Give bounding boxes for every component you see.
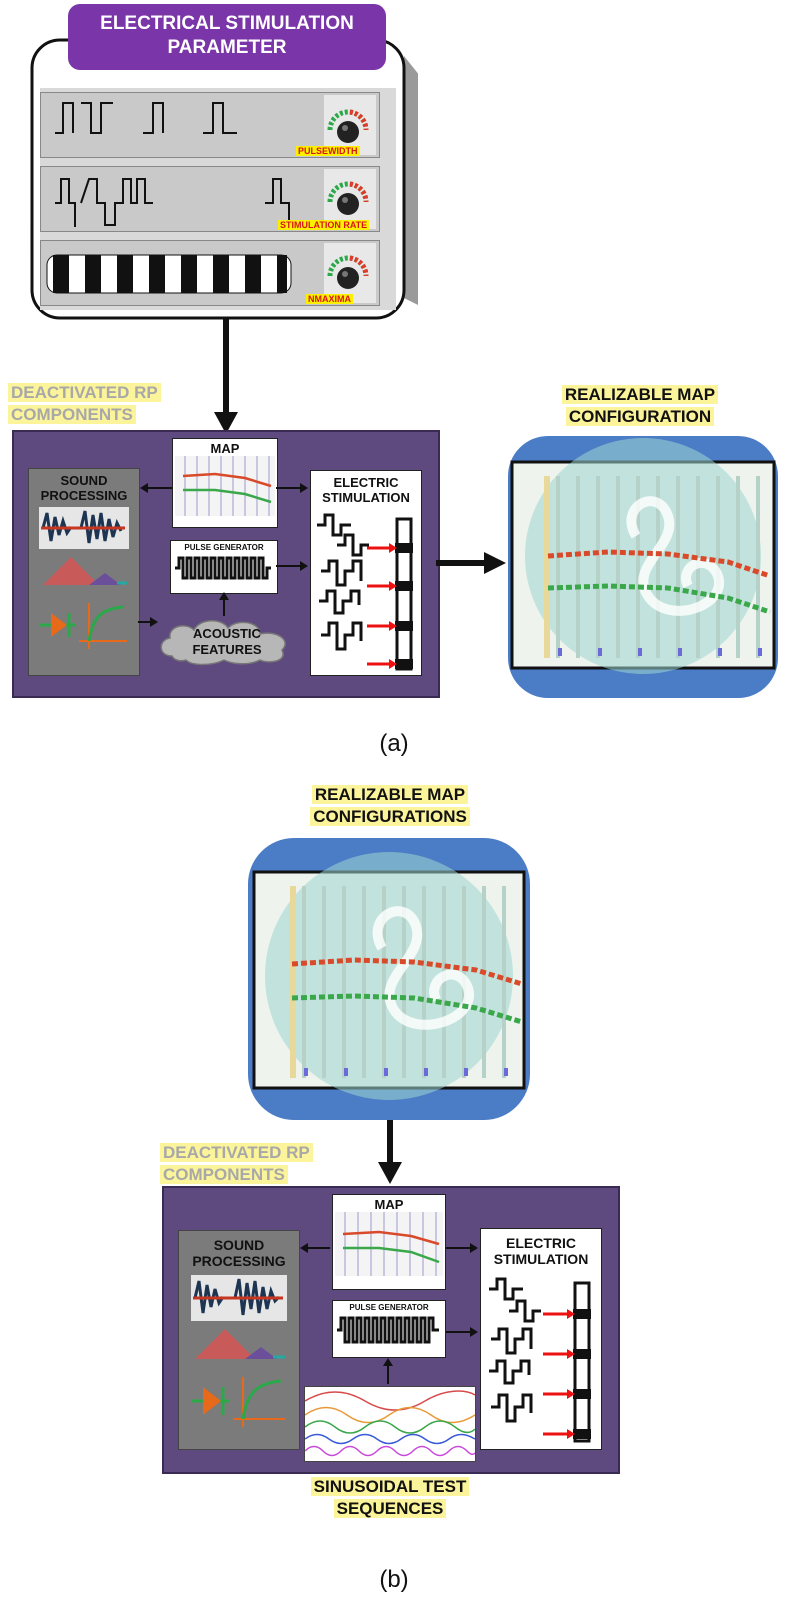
electric-stimulation-label: ELECTRIC STIMULATION [311, 471, 421, 505]
acoustic-line2: FEATURES [192, 642, 262, 657]
deactivated-line1: DEACTIVATED RP [8, 383, 161, 402]
realizable-line1: REALIZABLE MAP [561, 385, 719, 404]
electric-b-line1: ELECTRIC [506, 1235, 576, 1251]
sound-processing-label: SOUND PROCESSING [29, 469, 139, 503]
sound-processing-label-b: SOUND PROCESSING [179, 1231, 299, 1269]
sinusoidal-line1: SINUSOIDAL TEST [310, 1477, 470, 1496]
sound-line1: SOUND [60, 473, 108, 488]
pulse-generator-label-b: PULSE GENERATOR [349, 1303, 429, 1312]
panel-a-connectors [138, 483, 308, 627]
map-box[interactable]: MAP [172, 438, 278, 528]
deactivated-label: DEACTIVATED RP COMPONENTS [8, 382, 161, 426]
pulse-generator-box-b[interactable]: PULSE GENERATOR [332, 1300, 446, 1358]
realizable-line2: CONFIGURATION [565, 407, 715, 426]
acoustic-features-cloud [160, 620, 286, 666]
electric-stimulation-graphics [317, 513, 413, 671]
sinusoidal-waves [304, 1386, 476, 1462]
realizable-map-label: REALIZABLE MAP CONFIGURATION [520, 384, 760, 428]
sound-processing-graphics-b [191, 1275, 287, 1427]
electric-stimulation-label-b: ELECTRIC STIMULATION [481, 1229, 601, 1267]
realizable-b-line1: REALIZABLE MAP [311, 785, 469, 804]
map-label: MAP [210, 441, 240, 456]
nmaxima-row [40, 240, 380, 306]
panel-b-connectors [300, 1243, 478, 1384]
acoustic-features-label: ACOUSTIC FEATURES [152, 626, 302, 658]
pulse-generator-label: PULSE GENERATOR [184, 543, 264, 552]
parameter-title-line1: ELECTRICAL STIMULATION [100, 13, 354, 34]
parameter-title-line2: PARAMETER [167, 37, 287, 58]
deactivated-b-line2: COMPONENTS [160, 1165, 288, 1184]
nmaxima-knob-icon[interactable] [326, 250, 370, 294]
stimulation-rate-knob-icon[interactable] [326, 176, 370, 220]
electric-line1: ELECTRIC [333, 475, 399, 490]
electric-stimulation-graphics-b [489, 1277, 591, 1443]
realizable-b-line2: CONFIGURATIONS [310, 807, 470, 826]
arrow-down-icon-b [378, 1120, 402, 1184]
acoustic-line1: ACOUSTIC [193, 626, 261, 641]
caption-a: (a) [379, 730, 409, 757]
map-box-b[interactable]: MAP [332, 1194, 446, 1290]
pulsewidth-row [40, 92, 380, 158]
sound-b-line1: SOUND [213, 1237, 265, 1253]
sinusoidal-line2: SEQUENCES [333, 1499, 447, 1518]
sound-processing-box[interactable]: SOUND PROCESSING [28, 468, 140, 676]
stimulation-rate-label: STIMULATION RATE [278, 220, 370, 230]
sound-processing-box-b[interactable]: SOUND PROCESSING [178, 1230, 300, 1450]
arrow-down-icon [214, 318, 238, 434]
pulsewidth-wave [55, 95, 376, 155]
realizable-map-image-b [248, 838, 530, 1120]
map-thumbnail [175, 456, 275, 516]
deactivated-label-b: DEACTIVATED RP COMPONENTS [160, 1142, 313, 1186]
map-thumbnail-b [335, 1212, 443, 1276]
nmaxima-label: NMAXIMA [306, 294, 353, 304]
sound-line2: PROCESSING [40, 488, 128, 503]
electric-b-line2: STIMULATION [493, 1251, 589, 1267]
pulsewidth-label: PULSEWIDTH [296, 146, 360, 156]
deactivated-b-line1: DEACTIVATED RP [160, 1143, 313, 1162]
electric-stimulation-box-b[interactable]: ELECTRIC STIMULATION [480, 1228, 602, 1450]
electric-stimulation-box[interactable]: ELECTRIC STIMULATION [310, 470, 422, 676]
pulsewidth-knob-icon[interactable] [326, 104, 370, 148]
sound-b-line2: PROCESSING [192, 1253, 286, 1269]
pulse-generator-wave-b [337, 1316, 439, 1344]
caption-b: (b) [379, 1566, 409, 1593]
electric-line2: STIMULATION [322, 490, 410, 505]
map-label-b: MAP [374, 1197, 404, 1212]
sinusoidal-label: SINUSOIDAL TEST SEQUENCES [270, 1476, 510, 1520]
parameter-title: ELECTRICAL STIMULATION PARAMETER [68, 4, 386, 70]
realizable-map-image [508, 436, 778, 698]
arrow-right-icon [436, 552, 506, 574]
realizable-map-label-b: REALIZABLE MAP CONFIGURATIONS [270, 784, 510, 828]
sound-processing-graphics [39, 507, 129, 649]
deactivated-line2: COMPONENTS [8, 405, 136, 424]
pulse-generator-wave [175, 556, 271, 580]
